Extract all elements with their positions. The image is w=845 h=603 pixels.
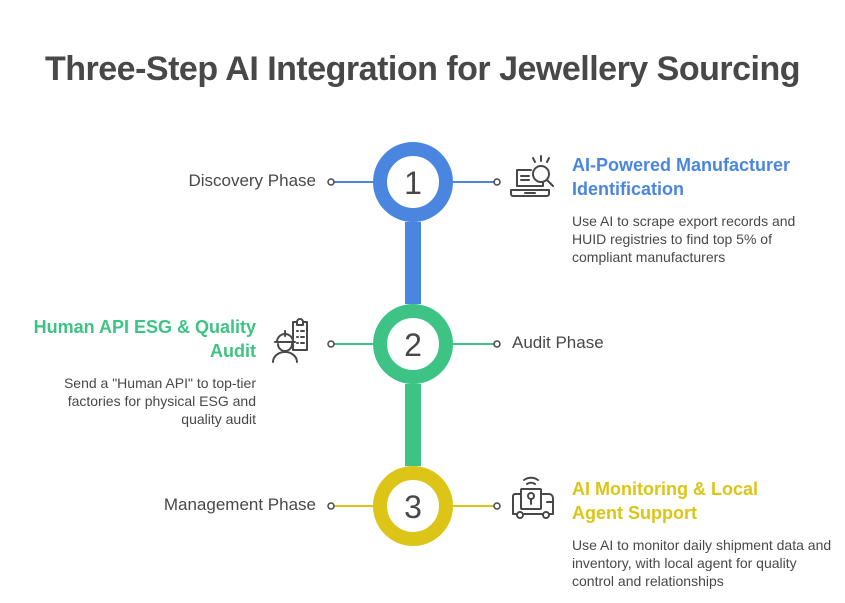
step-1-heading-line-1: AI-Powered Manufacturer [572, 155, 791, 175]
page-title: Three-Step AI Integration for Jewellery … [45, 50, 801, 88]
step-1-number: 1 [404, 165, 422, 201]
laptop-search-icon [510, 155, 554, 197]
step-3-number: 3 [404, 489, 422, 525]
step-1-heading: AI-Powered Manufacturer Identification [572, 153, 832, 201]
step-3-description: Use AI to monitor daily shipment data an… [572, 537, 832, 589]
worker-clipboard-icon [272, 318, 308, 363]
step-3-ring: 3 [373, 466, 453, 546]
step-3-phase-label: Management Phase [163, 495, 316, 514]
step-2-phase-label: Audit Phase [512, 333, 604, 352]
step-3-heading: AI Monitoring & Local Agent Support [572, 477, 832, 525]
tracked-truck-icon [512, 476, 554, 519]
connector-1-2 [405, 222, 421, 304]
step-1-description: Use AI to scrape export records and HUID… [572, 213, 796, 265]
step-2-ring: 2 [373, 304, 453, 384]
step-1-heading-line-2: Identification [572, 179, 684, 199]
connector-2-3 [405, 384, 421, 466]
step-2-heading: Human API ESG & Quality Audit [10, 315, 256, 363]
step-3-heading-line-1: AI Monitoring & Local [572, 479, 758, 499]
step-2-heading-line-1: Human API ESG & Quality [33, 317, 256, 337]
step-2-description: Send a "Human API" to top-tier factories… [63, 375, 256, 427]
step-3-connectors [327, 502, 501, 510]
step-2-connectors [327, 340, 501, 348]
step-3-heading-line-2: Agent Support [572, 503, 697, 523]
step-1-phase-label: Discovery Phase [188, 171, 316, 190]
step-2-number: 2 [404, 327, 422, 363]
step-1-connectors [327, 178, 501, 186]
step-1-ring: 1 [373, 142, 453, 222]
step-2-heading-line-2: Audit [210, 341, 256, 361]
